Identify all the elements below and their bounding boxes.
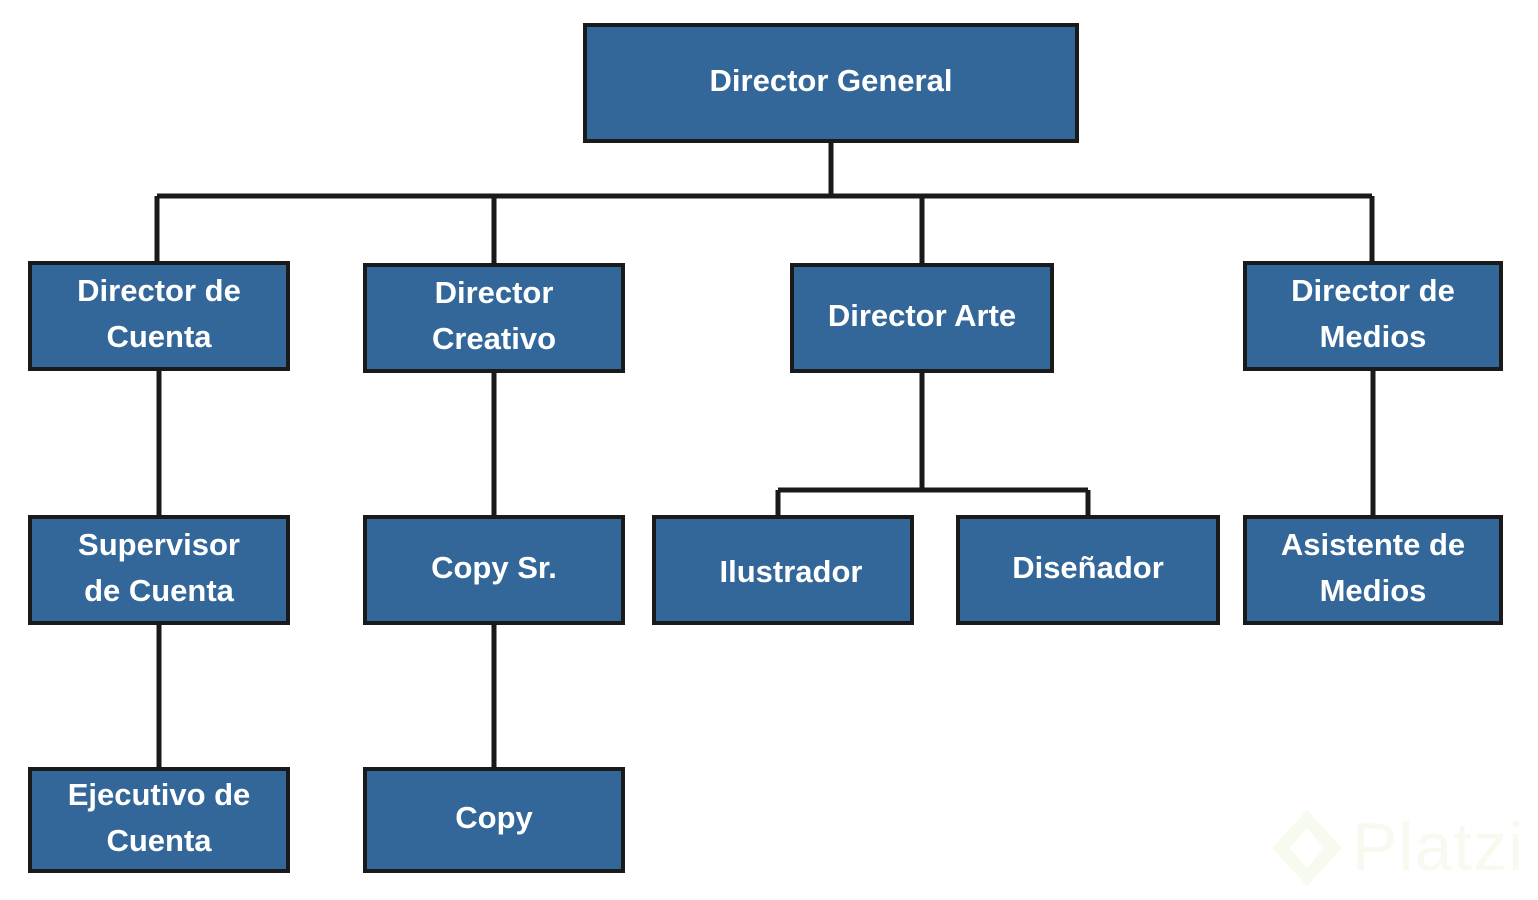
node-label-line: Medios bbox=[1320, 573, 1427, 608]
node-label-line: Creativo bbox=[432, 321, 556, 356]
node-copy-sr: Copy Sr. bbox=[363, 515, 625, 625]
node-box bbox=[363, 263, 625, 373]
node-label-line: Director de bbox=[77, 273, 241, 308]
node-label-line: Ejecutivo de bbox=[68, 777, 251, 812]
node-label-line: Cuenta bbox=[106, 823, 212, 858]
node-box bbox=[28, 261, 290, 371]
node-box bbox=[790, 263, 1054, 373]
node-disenador: Diseñador bbox=[956, 515, 1220, 625]
node-label-line: Cuenta bbox=[106, 319, 212, 354]
node-supervisor-cuenta: Supervisor de Cuenta bbox=[28, 515, 290, 625]
node-label-line: Medios bbox=[1320, 319, 1427, 354]
node-copy: Copy bbox=[363, 767, 625, 873]
node-box bbox=[28, 515, 290, 625]
node-asistente-medios: Asistente de Medios bbox=[1243, 515, 1503, 625]
node-box bbox=[583, 23, 1079, 143]
node-label-line: de Cuenta bbox=[84, 573, 235, 608]
node-box bbox=[363, 515, 625, 625]
node-label-line: Supervisor bbox=[78, 527, 240, 562]
connectors bbox=[154, 141, 1376, 769]
node-label-line: Diseñador bbox=[1012, 550, 1164, 585]
node-ilustrador: Ilustrador bbox=[652, 515, 914, 625]
node-box bbox=[652, 515, 914, 625]
node-box bbox=[956, 515, 1220, 625]
platzi-logo-icon bbox=[1272, 810, 1342, 886]
node-box bbox=[1243, 515, 1503, 625]
platzi-watermark: Platzi bbox=[1268, 802, 1530, 894]
node-director-arte: Director Arte bbox=[790, 263, 1054, 373]
node-label-line: Director Arte bbox=[828, 298, 1016, 333]
node-label-line: Asistente de bbox=[1281, 527, 1465, 562]
node-box bbox=[363, 767, 625, 873]
node-director-medios: Director de Medios bbox=[1243, 261, 1503, 371]
node-label-line: Copy Sr. bbox=[431, 550, 557, 585]
node-label-line: Ilustrador bbox=[720, 554, 863, 589]
node-box bbox=[28, 767, 290, 873]
node-director-cuenta: Director de Cuenta bbox=[28, 261, 290, 371]
node-label-line: Director de bbox=[1291, 273, 1455, 308]
node-director-general: Director General bbox=[583, 23, 1079, 143]
node-box bbox=[1243, 261, 1503, 371]
node-ejecutivo-cuenta: Ejecutivo de Cuenta bbox=[28, 767, 290, 873]
node-label-line: Copy bbox=[455, 800, 533, 835]
node-label-line: Director General bbox=[710, 63, 953, 98]
watermark-text: Platzi bbox=[1352, 809, 1525, 885]
node-label-line: Director bbox=[435, 275, 554, 310]
